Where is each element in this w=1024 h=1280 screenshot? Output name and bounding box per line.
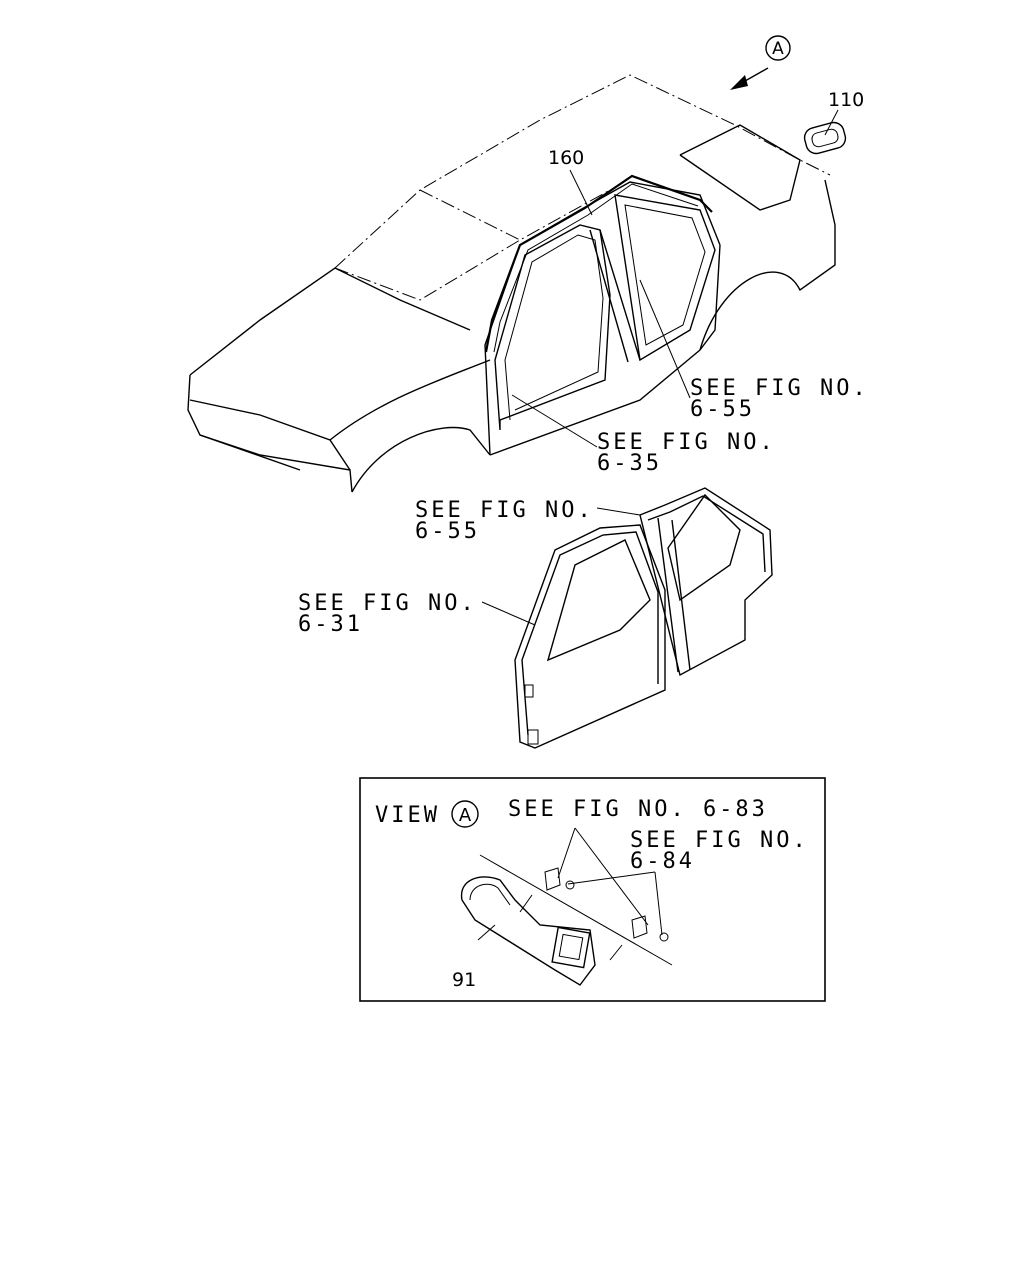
doors-illustration	[514, 487, 773, 749]
ref-body-rear-line2: 6-55	[690, 397, 755, 422]
ref-683: SEE FIG NO. 6-83	[508, 797, 768, 822]
view-a-detail-box: VIEW A SEE FIG NO. 6-83 SEE FIG NO. 6-84	[359, 777, 826, 1002]
leader-lines	[481, 67, 839, 626]
ref-door-rear-line1: SEE FIG NO.	[415, 498, 594, 523]
ref-body-front-line1: SEE FIG NO.	[597, 430, 776, 455]
car-body-illustration	[187, 74, 847, 493]
ref-body-front-line2: 6-35	[597, 451, 662, 476]
part-number-160: 160	[548, 147, 584, 169]
part-number-110: 110	[828, 89, 864, 111]
view-a-marker-label: A	[772, 39, 784, 59]
part-number-91: 91	[452, 969, 476, 991]
ref-door-rear-line2: 6-55	[415, 519, 480, 544]
ref-door-front-line1: SEE FIG NO.	[298, 591, 477, 616]
ref-684-line1: SEE FIG NO.	[630, 828, 809, 853]
view-a-marker: A	[765, 35, 791, 61]
ref-body-rear-line1: SEE FIG NO.	[690, 376, 869, 401]
view-title-marker: A	[459, 805, 472, 826]
view-title: VIEW	[375, 803, 440, 828]
ref-684-line2: 6-84	[630, 849, 695, 874]
ref-door-front-line2: 6-31	[298, 612, 363, 637]
